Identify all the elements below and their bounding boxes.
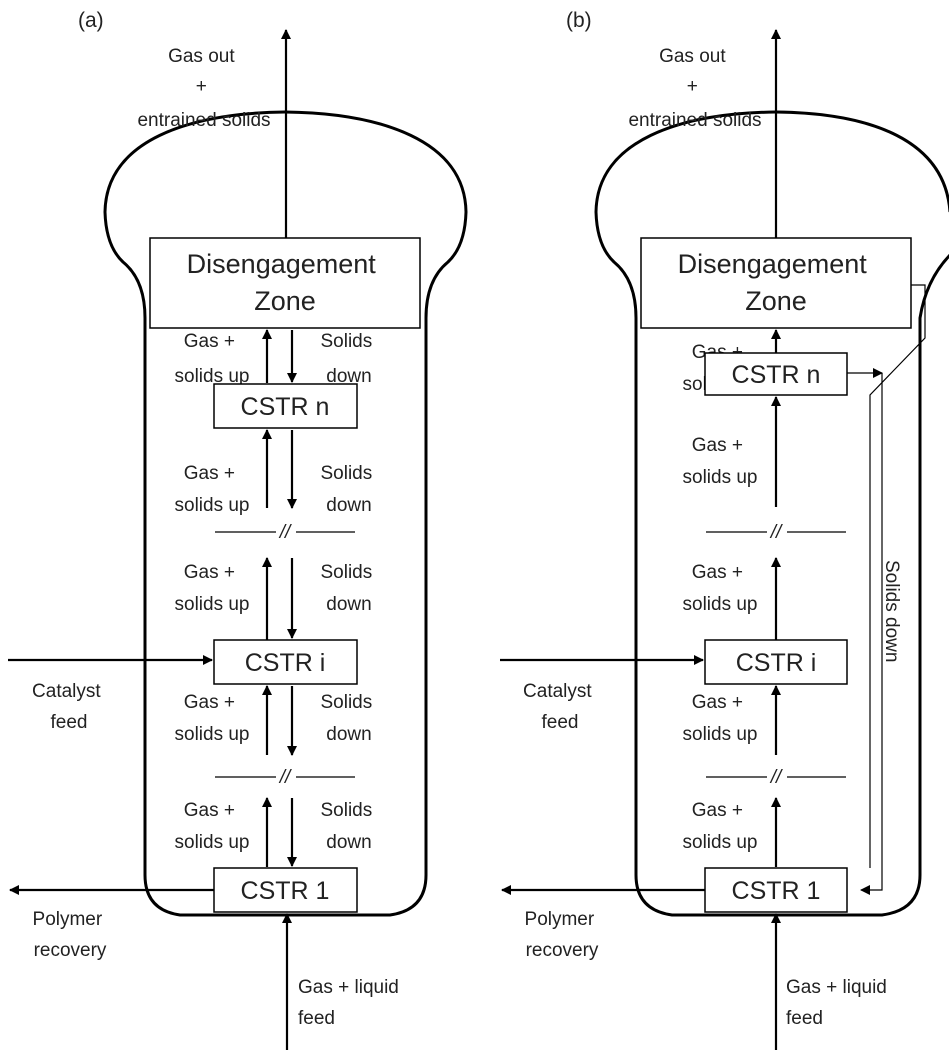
solids-down-vertical-label: Solids down	[881, 560, 902, 662]
gas-solids-up-label: Gas + solids up	[175, 331, 250, 387]
feed-label: Gas + liquid feed	[298, 977, 404, 1029]
cstr-i	[704, 639, 848, 685]
gas-solids-up-label: Gas + solids up	[683, 800, 758, 853]
cstr-n-label: CSTR n	[732, 361, 821, 389]
panel-b-tag: (b)	[566, 9, 592, 32]
cstr-1-label: CSTR 1	[732, 877, 821, 905]
break-gap	[767, 524, 787, 540]
break-gap	[276, 769, 296, 785]
solids-recycle-line	[869, 284, 926, 868]
solids-down-label: Solids down	[320, 692, 377, 745]
solids-down-label: Solids down	[320, 562, 377, 615]
gas-solids-up-label: Gas + solids up	[683, 692, 758, 745]
cstr-i-label: CSTR i	[245, 649, 326, 677]
cstr-i	[213, 639, 358, 685]
solids-down-label: Solids down	[320, 800, 377, 853]
solids-down-label: Solids down	[320, 463, 377, 516]
cstr-i-label: CSTR i	[736, 649, 817, 677]
catalyst-feed-label: Catalyst feed	[523, 681, 597, 733]
gas-solids-up-label: Gas + solids up	[175, 692, 250, 745]
break-mark: //	[278, 522, 292, 543]
catalyst-feed-label: Catalyst feed	[32, 681, 106, 733]
panel-a: (a) Gas out + entrained solids Disengage…	[8, 9, 468, 1050]
feed-label: Gas + liquid feed	[786, 977, 892, 1029]
panel-b: (b) Gas out + entrained solids Disengage…	[500, 9, 949, 1050]
cstr-1	[213, 867, 358, 913]
gas-solids-up-label: Gas + solids up	[175, 463, 250, 516]
break-mark: //	[769, 767, 783, 788]
gas-out-label: Gas out + entrained solids	[137, 46, 270, 131]
break-mark: //	[769, 522, 783, 543]
solids-return-arrow	[860, 373, 883, 895]
gas-solids-up-label: Gas + solids up	[175, 800, 250, 853]
gas-out-label: Gas out + entrained solids	[628, 46, 761, 131]
gas-solids-up-label: Gas + solids up	[683, 435, 758, 488]
polymer-recovery-label: Polymer recovery	[525, 909, 600, 961]
cstr-n-label: CSTR n	[241, 393, 330, 421]
disengagement-zone	[640, 237, 912, 329]
vessel-outline	[594, 110, 949, 875]
disengagement-zone	[149, 237, 421, 329]
gas-solids-up-label: Gas + solids up	[683, 562, 758, 615]
cstr-n	[704, 352, 848, 396]
break-gap	[767, 769, 787, 785]
polymer-recovery-label: Polymer recovery	[33, 909, 108, 961]
cstr-1-label: CSTR 1	[241, 877, 330, 905]
vessel-outline	[103, 110, 468, 917]
break-mark: //	[278, 767, 292, 788]
panel-a-tag: (a)	[78, 9, 104, 32]
vessel-outline	[634, 253, 949, 917]
disengagement-label: Disengagement Zone	[187, 249, 384, 316]
solids-down-label: Solids down	[320, 331, 377, 387]
gas-solids-up-label: Gas + solids up	[175, 562, 250, 615]
cstr-1	[704, 867, 848, 913]
break-gap	[276, 524, 296, 540]
disengagement-label: Disengagement Zone	[678, 249, 875, 316]
cstr-n	[213, 383, 358, 429]
